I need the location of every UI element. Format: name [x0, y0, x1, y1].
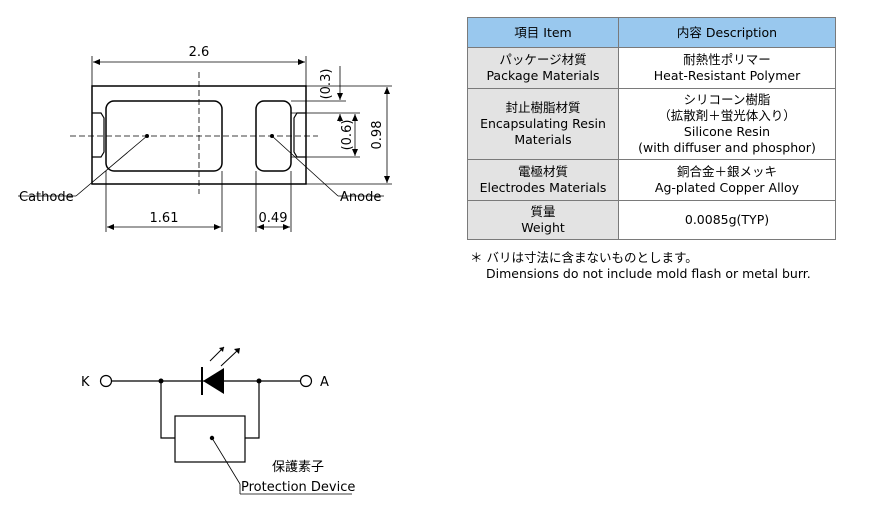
table-row: パッケージ材質 Package Materials 耐熱性ポリマー Heat-R… — [467, 47, 836, 89]
protection-label-jp: 保護素子 — [272, 459, 324, 475]
dim-cathode-width: 1.61 — [150, 211, 179, 226]
spec-table: 項目 Item 内容 Description パッケージ材質 Package M… — [467, 17, 836, 240]
description-cell: 耐熱性ポリマー Heat-Resistant Polymer — [618, 47, 836, 89]
dim-length: 2.6 — [189, 45, 210, 60]
item-cell: パッケージ材質 Package Materials — [467, 47, 619, 89]
anode-label: Anode — [340, 190, 381, 205]
description-cell: 0.0085g(TYP) — [618, 200, 836, 240]
table-header: 項目 Item 内容 Description — [467, 17, 836, 48]
circuit-symbol: K A 保護素子 Protection Device — [81, 346, 355, 495]
table-row: 質量 Weight 0.0085g(TYP) — [467, 200, 836, 240]
dimension-note: ＊ バリは寸法に含まないものとします。 Dimensions do not in… — [470, 250, 811, 282]
protection-label-en: Protection Device — [241, 480, 355, 495]
table-row: 電極材質 Electrodes Materials 銅合金＋銀メッキ Ag-pl… — [467, 159, 836, 201]
item-cell: 質量 Weight — [467, 200, 619, 240]
dim-height: 0.98 — [370, 121, 385, 150]
k-terminal — [99, 374, 113, 388]
header-description: 内容 Description — [618, 17, 836, 48]
header-item: 項目 Item — [467, 17, 619, 48]
k-label: K — [81, 375, 90, 390]
description-cell: 銅合金＋銀メッキ Ag-plated Copper Alloy — [618, 159, 836, 201]
table-row: 封止樹脂材質 Encapsulating Resin Materials シリコ… — [467, 88, 836, 160]
dim-pad-height: (0.6) — [340, 120, 355, 151]
item-cell: 封止樹脂材質 Encapsulating Resin Materials — [467, 88, 619, 160]
a-label: A — [320, 375, 329, 390]
led-symbol — [203, 368, 224, 394]
cathode-label: Cathode — [19, 190, 74, 205]
note-en: Dimensions do not include mold flash or … — [486, 266, 811, 281]
a-terminal — [299, 374, 313, 388]
protection-device-box — [174, 415, 246, 463]
dim-top-gap: (0.3) — [319, 69, 334, 100]
dim-anode-width: 0.49 — [259, 211, 288, 226]
note-jp: ＊ バリは寸法に含まないものとします。 — [470, 250, 698, 265]
item-cell: 電極材質 Electrodes Materials — [467, 159, 619, 201]
description-cell: シリコーン樹脂 （拡散剤＋蛍光体入り） Silicone Resin (with… — [618, 88, 836, 160]
